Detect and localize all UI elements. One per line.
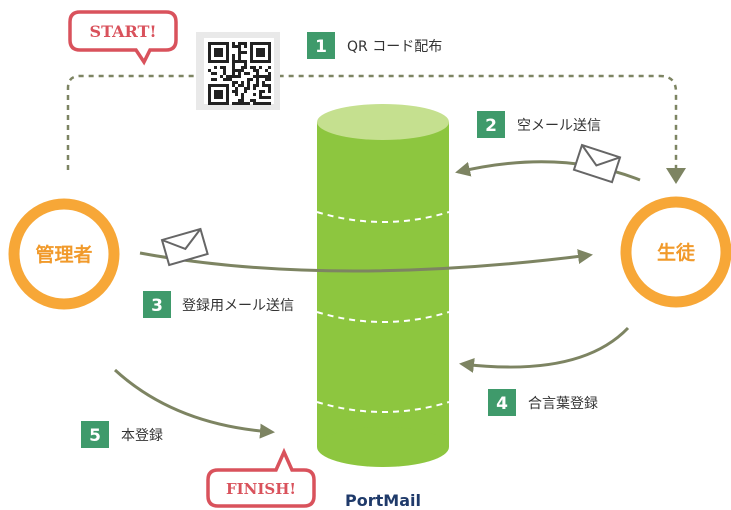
step-number-badge [81, 421, 109, 448]
admin-label: 管理者 [35, 243, 92, 266]
step-number-badge [477, 111, 505, 138]
admin-actor: 管理者 [8, 198, 120, 310]
finish-badge: FINISH! [206, 447, 316, 508]
start-badge: START! [68, 10, 178, 66]
step-number: 4 [496, 394, 508, 414]
step-label: 本登録 [121, 428, 163, 444]
student-label: 生徒 [657, 241, 696, 264]
step-number-badge [307, 32, 335, 59]
student-actor: 生徒 [620, 196, 731, 308]
qr-path-arrowhead [666, 168, 686, 184]
passphrase-arrow [459, 326, 630, 373]
step-label: 合言葉登録 [528, 396, 598, 412]
step-number-badge [143, 291, 171, 318]
step-number: 1 [315, 37, 327, 57]
qr-distribution-path [66, 74, 678, 170]
final-registration-arrow [113, 368, 275, 439]
step-label: 空メール送信 [517, 118, 601, 134]
system-name-label: PortMail [345, 491, 421, 510]
start-label: START! [90, 22, 157, 41]
step-number: 5 [89, 426, 101, 446]
step-label: 登録用メール送信 [182, 298, 294, 314]
empty-mail-arrow [455, 160, 641, 182]
step-number: 2 [485, 116, 497, 136]
step-number-badge [488, 389, 516, 416]
envelope-icon [572, 143, 622, 184]
step-label: QR コード配布 [347, 39, 442, 55]
finish-label: FINISH! [226, 480, 296, 498]
step-number: 3 [151, 296, 163, 316]
registration-mail-arrow [139, 249, 593, 273]
qr-code-icon [196, 32, 280, 110]
portmail-database-cylinder [316, 104, 450, 467]
envelope-icon [160, 227, 209, 267]
